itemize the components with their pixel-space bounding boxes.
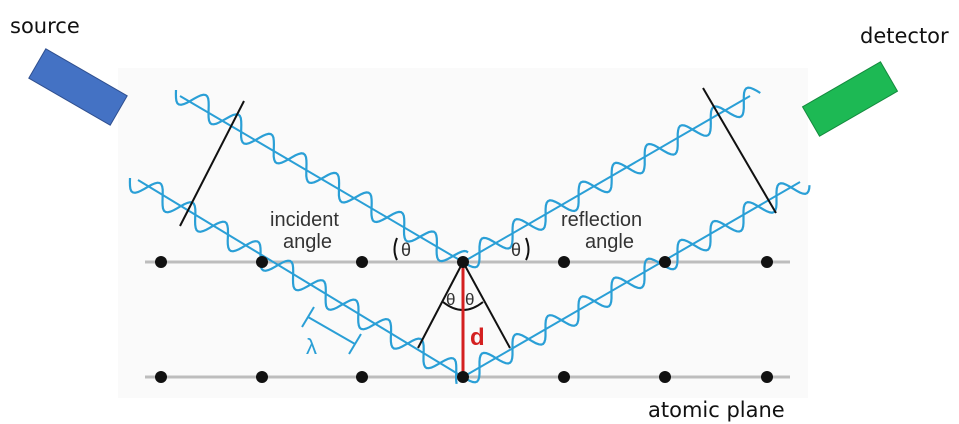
incident-angle-arc — [393, 237, 398, 261]
incident-wave-lower — [128, 177, 458, 385]
atom-bottom-3 — [356, 371, 368, 383]
incident-wave-upper — [174, 89, 469, 263]
atom-bottom-1 — [155, 371, 167, 383]
atom-bottom-7 — [761, 371, 773, 383]
theta-right-label: θ — [465, 290, 474, 309]
atom-top-7 — [761, 256, 773, 268]
theta-left-label: θ — [446, 290, 455, 309]
detector-box — [801, 61, 899, 137]
atom-top-4 — [457, 256, 469, 268]
theta-incident-label: θ — [401, 240, 411, 260]
incident-label-line1: incident — [270, 209, 339, 231]
atom-top-6 — [659, 256, 671, 268]
atom-top-3 — [356, 256, 368, 268]
incident-ray-lower — [137, 179, 464, 378]
wavelength-marker — [301, 306, 362, 355]
wavelength-bar — [307, 316, 356, 345]
atom-bottom-4 — [457, 371, 469, 383]
spacing-label: d — [470, 324, 485, 351]
wavelength-tick-right — [348, 333, 362, 355]
angle-arcs — [393, 237, 530, 261]
wave-group — [128, 86, 811, 385]
atom-top-2 — [256, 256, 268, 268]
wavefront-incident — [179, 100, 245, 227]
source-box — [28, 48, 128, 126]
atom-top-5 — [558, 256, 570, 268]
triangle-left-edge — [417, 261, 464, 349]
wavelength-tick-left — [301, 306, 315, 328]
atom-bottom-6 — [659, 371, 671, 383]
reflection-angle-arc — [525, 237, 530, 261]
source-label: source — [10, 14, 80, 38]
atom-bottom-5 — [558, 371, 570, 383]
wavefronts — [179, 87, 777, 227]
wavelength-label: λ — [306, 334, 317, 359]
reflection-label-line2: angle — [585, 231, 634, 253]
atom-top-1 — [155, 256, 167, 268]
atomic-plane-label: atomic plane — [648, 398, 785, 422]
atom-group — [155, 256, 773, 383]
reflection-label-line1: reflection — [561, 209, 642, 231]
theta-reflected-label: θ — [511, 240, 521, 260]
detector-label: detector — [860, 24, 949, 48]
wavefront-reflected — [702, 87, 777, 214]
reflected-wave-upper — [462, 86, 761, 269]
reflected-ray-upper — [462, 95, 751, 263]
triangle-right-edge — [462, 261, 511, 349]
atom-bottom-2 — [256, 371, 268, 383]
incident-label-line2: angle — [283, 231, 332, 253]
reflected-wave-lower — [462, 182, 811, 384]
